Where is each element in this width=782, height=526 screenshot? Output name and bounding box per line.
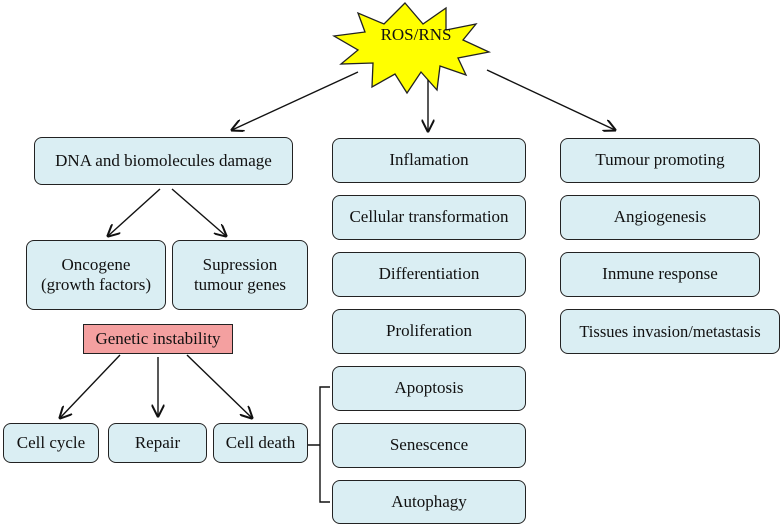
autophagy-box: Autophagy	[332, 480, 526, 524]
proliferation-box: Proliferation	[332, 309, 526, 354]
genetic-instability-box: Genetic instability	[83, 324, 233, 354]
arrow-instability-to-cell-cycle	[60, 354, 121, 418]
ros-rns-starburst	[332, 2, 492, 95]
suppression-box: Supression tumour genes	[172, 240, 308, 310]
angiogenesis-box: Angiogenesis	[560, 195, 760, 240]
inflamation-box: Inflamation	[332, 138, 526, 183]
cell-death-bracket	[307, 386, 330, 503]
senescence-box: Senescence	[332, 423, 526, 468]
apoptosis-box: Apoptosis	[332, 366, 526, 411]
dna-damage-box: DNA and biomolecules damage	[34, 137, 293, 185]
tissues-invasion-box: Tissues invasion/metastasis	[560, 309, 780, 354]
cell-death-box: Cell death	[213, 423, 308, 463]
tumour-promoting-box: Tumour promoting	[560, 138, 760, 183]
arrow-instability-to-cell-death	[186, 354, 252, 418]
differentiation-box: Differentiation	[332, 252, 526, 297]
arrow-dna-to-suppression	[171, 188, 226, 236]
arrow-root-to-dna-damage	[232, 71, 359, 130]
inmune-response-box: Inmune response	[560, 252, 760, 297]
arrow-dna-to-oncogene	[108, 188, 161, 236]
cell-cycle-box: Cell cycle	[3, 423, 99, 463]
arrow-root-to-tumour-promoting	[486, 69, 615, 130]
ros-rns-label: ROS/RNS	[380, 25, 452, 44]
oncogene-box: Oncogene (growth factors)	[26, 240, 166, 310]
repair-box: Repair	[108, 423, 207, 463]
cellular-transformation-box: Cellular transformation	[332, 195, 526, 240]
